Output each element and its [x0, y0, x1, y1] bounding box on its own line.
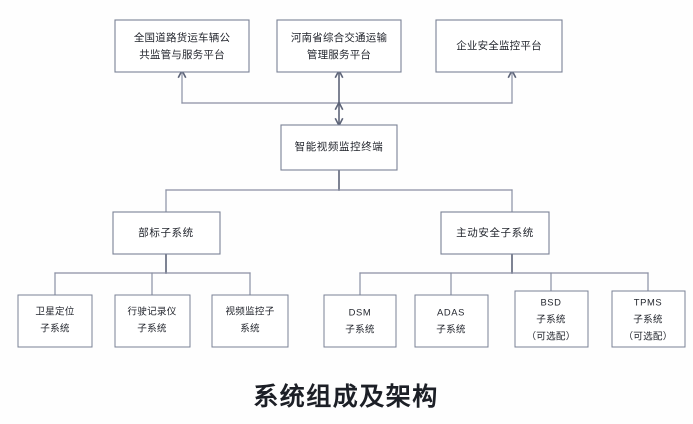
leaf-satellite[interactable]: 卫星定位 子系统: [17, 294, 93, 348]
platform-henan-label-line2: 管理服务平台: [307, 48, 371, 61]
platform-enterprise[interactable]: 企业安全监控平台: [435, 19, 563, 73]
leaf-bsd[interactable]: BSD 子系统 （可选配）: [514, 290, 589, 348]
leaf-video-line2: 系统: [240, 323, 260, 335]
leaf-tpms-line1: TPMS: [634, 296, 662, 307]
connector-group-active-safety-leaves: [359, 253, 649, 296]
subsystem-bubiao-box[interactable]: [112, 211, 221, 255]
leaf-tachograph-line1: 行驶记录仪: [128, 306, 177, 318]
leaf-dsm-line1: DSM: [349, 306, 372, 317]
leaf-adas-line1: ADAS: [437, 306, 465, 317]
connector-group-platform-bus: [177, 68, 517, 128]
terminal-node-label: 智能视频监控终端: [295, 140, 384, 153]
diagram-title: 系统组成及架构: [253, 382, 439, 411]
leaf-adas-box[interactable]: [414, 294, 489, 348]
leaf-tachograph[interactable]: 行驶记录仪 子系统: [114, 294, 191, 348]
subsystem-active-safety-label: 主动安全子系统: [456, 226, 534, 239]
platform-national[interactable]: 全国道路货运车辆公 共监管与服务平台: [114, 19, 250, 73]
platform-national-box[interactable]: [114, 19, 250, 73]
leaf-bsd-line3: （可选配）: [527, 331, 576, 343]
subsystem-bubiao[interactable]: 部标子系统: [112, 211, 221, 255]
platform-national-label-line1: 全国道路货运车辆公: [134, 31, 231, 44]
arrowhead-up-bus-crossing: [334, 100, 344, 111]
leaf-adas[interactable]: ADAS 子系统: [414, 294, 489, 348]
leaf-dsm-line2: 子系统: [345, 324, 375, 336]
leaf-bsd-line2: 子系统: [536, 314, 566, 326]
leaf-satellite-box[interactable]: [17, 294, 93, 348]
connector-group-bubiao-leaves: [54, 253, 251, 296]
leaf-video[interactable]: 视频监控子 系统: [211, 294, 289, 348]
leaf-bsd-line1: BSD: [540, 296, 561, 307]
leaf-bsd-box[interactable]: [514, 290, 589, 348]
platform-enterprise-box[interactable]: [435, 19, 563, 73]
subsystem-active-safety-box[interactable]: [440, 211, 550, 255]
leaf-video-line1: 视频监控子: [226, 306, 275, 318]
subsystem-active-safety[interactable]: 主动安全子系统: [440, 211, 550, 255]
subsystem-bubiao-label: 部标子系统: [138, 226, 194, 239]
platform-henan-box[interactable]: [276, 19, 402, 73]
leaf-tachograph-line2: 子系统: [137, 323, 167, 335]
leaf-tachograph-box[interactable]: [114, 294, 191, 348]
leaf-dsm-box[interactable]: [323, 294, 397, 348]
connector-group-terminal-subsystems: [165, 169, 513, 213]
leaf-tpms[interactable]: TPMS 子系统 （可选配）: [611, 290, 686, 348]
platform-henan[interactable]: 河南省综合交通运输 管理服务平台: [276, 19, 402, 73]
leaf-tpms-line3: （可选配）: [624, 331, 673, 343]
leaf-dsm[interactable]: DSM 子系统: [323, 294, 397, 348]
terminal-node[interactable]: 智能视频监控终端: [280, 124, 398, 171]
leaf-adas-line2: 子系统: [436, 324, 466, 336]
terminal-node-box[interactable]: [280, 124, 398, 171]
leaf-tpms-line2: 子系统: [633, 314, 663, 326]
leaf-satellite-line2: 子系统: [40, 323, 70, 335]
leaf-tpms-box[interactable]: [611, 290, 686, 348]
leaf-video-box[interactable]: [211, 294, 289, 348]
leaf-satellite-line1: 卫星定位: [35, 306, 74, 318]
platform-henan-label-line1: 河南省综合交通运输: [291, 31, 388, 44]
platform-national-label-line2: 共监管与服务平台: [139, 48, 225, 61]
platform-enterprise-label-line1: 企业安全监控平台: [456, 39, 542, 52]
